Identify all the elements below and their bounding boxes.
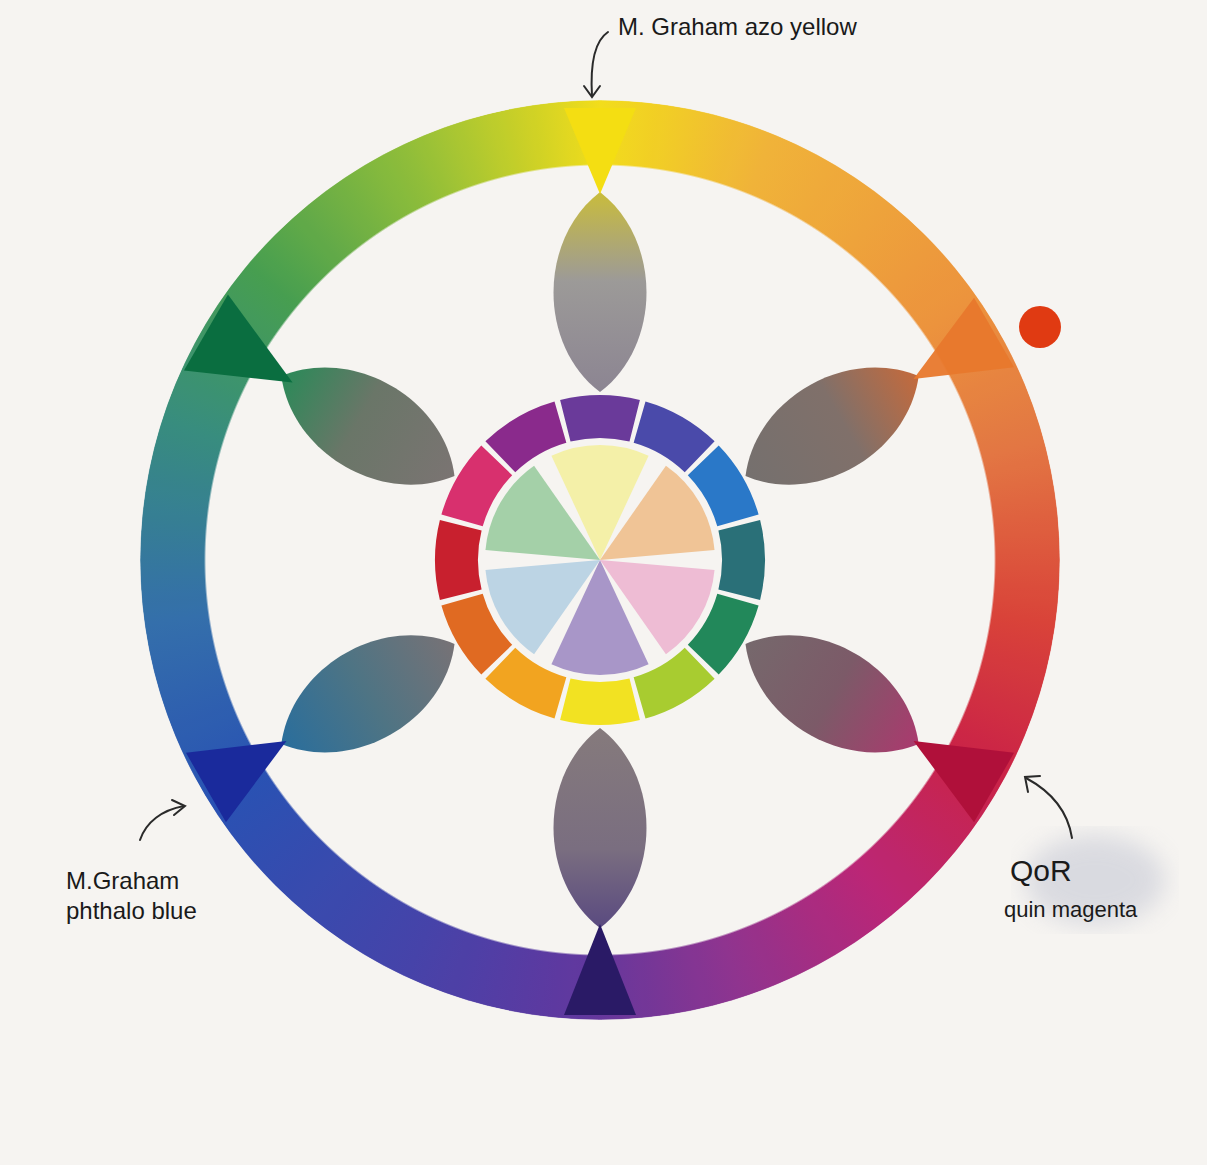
paint-label: M. Graham azo yellow <box>618 12 938 42</box>
leader-arrows <box>140 32 1072 840</box>
paint-label: M.Graham phthalo blue <box>66 866 226 926</box>
petals <box>258 192 942 928</box>
inner-ring <box>435 395 765 725</box>
tint-wedges <box>476 445 724 675</box>
paint-label: quin magenta <box>1004 896 1194 924</box>
paint-dot <box>1019 306 1061 348</box>
brand-label: QoR <box>1010 852 1130 890</box>
triangles <box>184 108 1014 1015</box>
